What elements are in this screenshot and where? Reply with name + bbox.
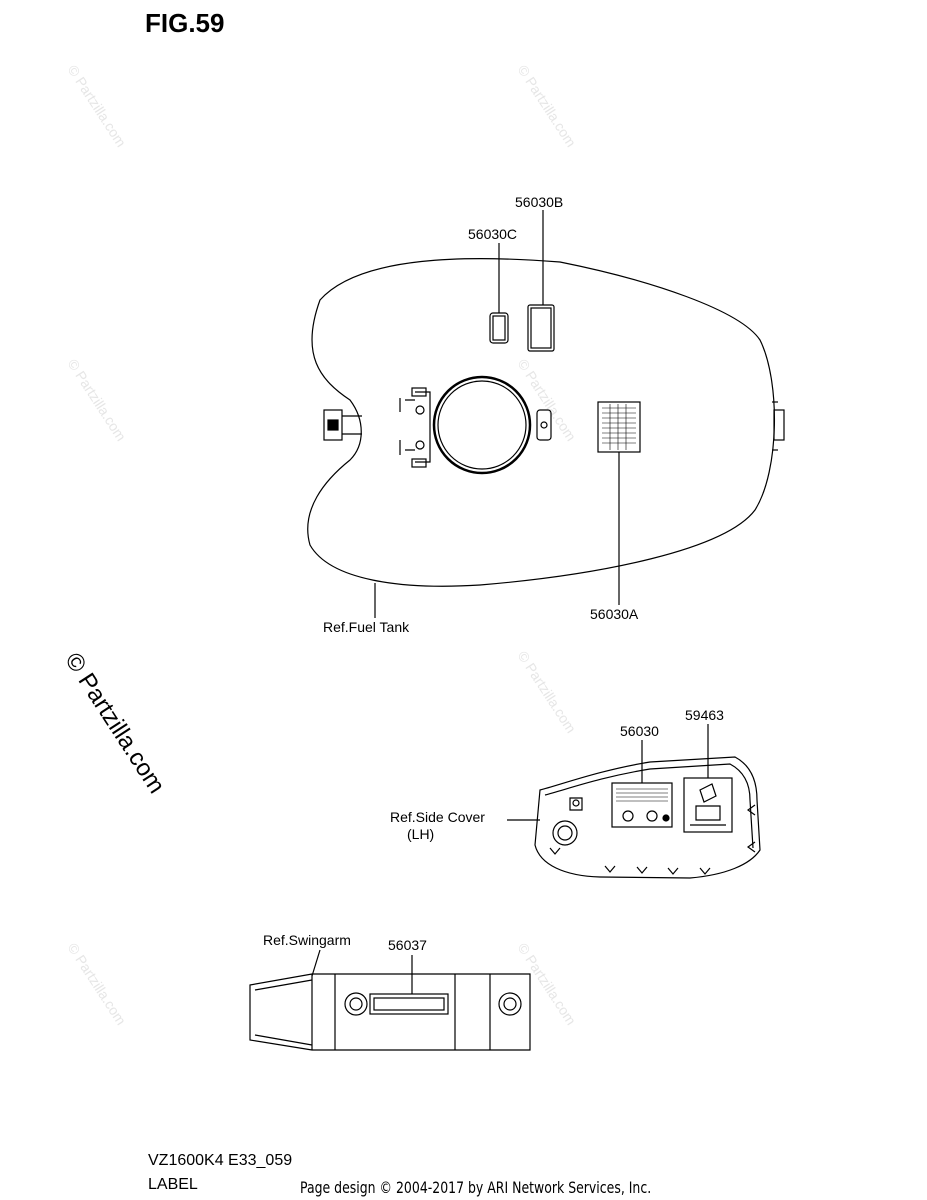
ref-side-cover-sublabel: (LH)	[407, 826, 435, 842]
side-cover-grommet	[552, 820, 578, 846]
ref-fuel-tank-label: Ref.Fuel Tank	[323, 619, 410, 635]
part-number-56030A: 56030A	[590, 606, 639, 622]
side-cover-outline	[534, 756, 761, 879]
swingarm-boss-left	[344, 992, 368, 1016]
figure-title: FIG.59	[145, 8, 225, 38]
fuel-tank-outline	[307, 258, 775, 587]
page-footer: Page design © 2004-2017 by ARI Network S…	[300, 1178, 652, 1197]
label-56037	[369, 993, 449, 1015]
tank-clip-right	[536, 409, 552, 441]
label-56030	[611, 782, 673, 828]
leader-swingarm	[311, 949, 321, 977]
part-number-59463: 59463	[685, 707, 724, 723]
tank-bracket-left	[399, 391, 431, 463]
fuel-filler-ring	[432, 375, 532, 475]
section-name: LABEL	[148, 1176, 198, 1193]
part-number-56030: 56030	[620, 723, 659, 739]
swingarm-outline	[249, 973, 531, 1051]
ref-swingarm-label: Ref.Swingarm	[263, 932, 351, 948]
label-56030A	[597, 401, 641, 453]
model-code: VZ1600K4 E33_059	[148, 1152, 293, 1169]
tank-tab-left	[323, 409, 343, 441]
part-number-56030C: 56030C	[468, 226, 518, 242]
part-number-56037: 56037	[388, 937, 427, 953]
label-56030B	[527, 304, 555, 352]
part-number-56030B: 56030B	[515, 194, 564, 210]
ref-side-cover-label: Ref.Side Cover	[390, 809, 485, 825]
swingarm-boss-right	[498, 992, 522, 1016]
tank-fitting-right	[773, 409, 785, 441]
